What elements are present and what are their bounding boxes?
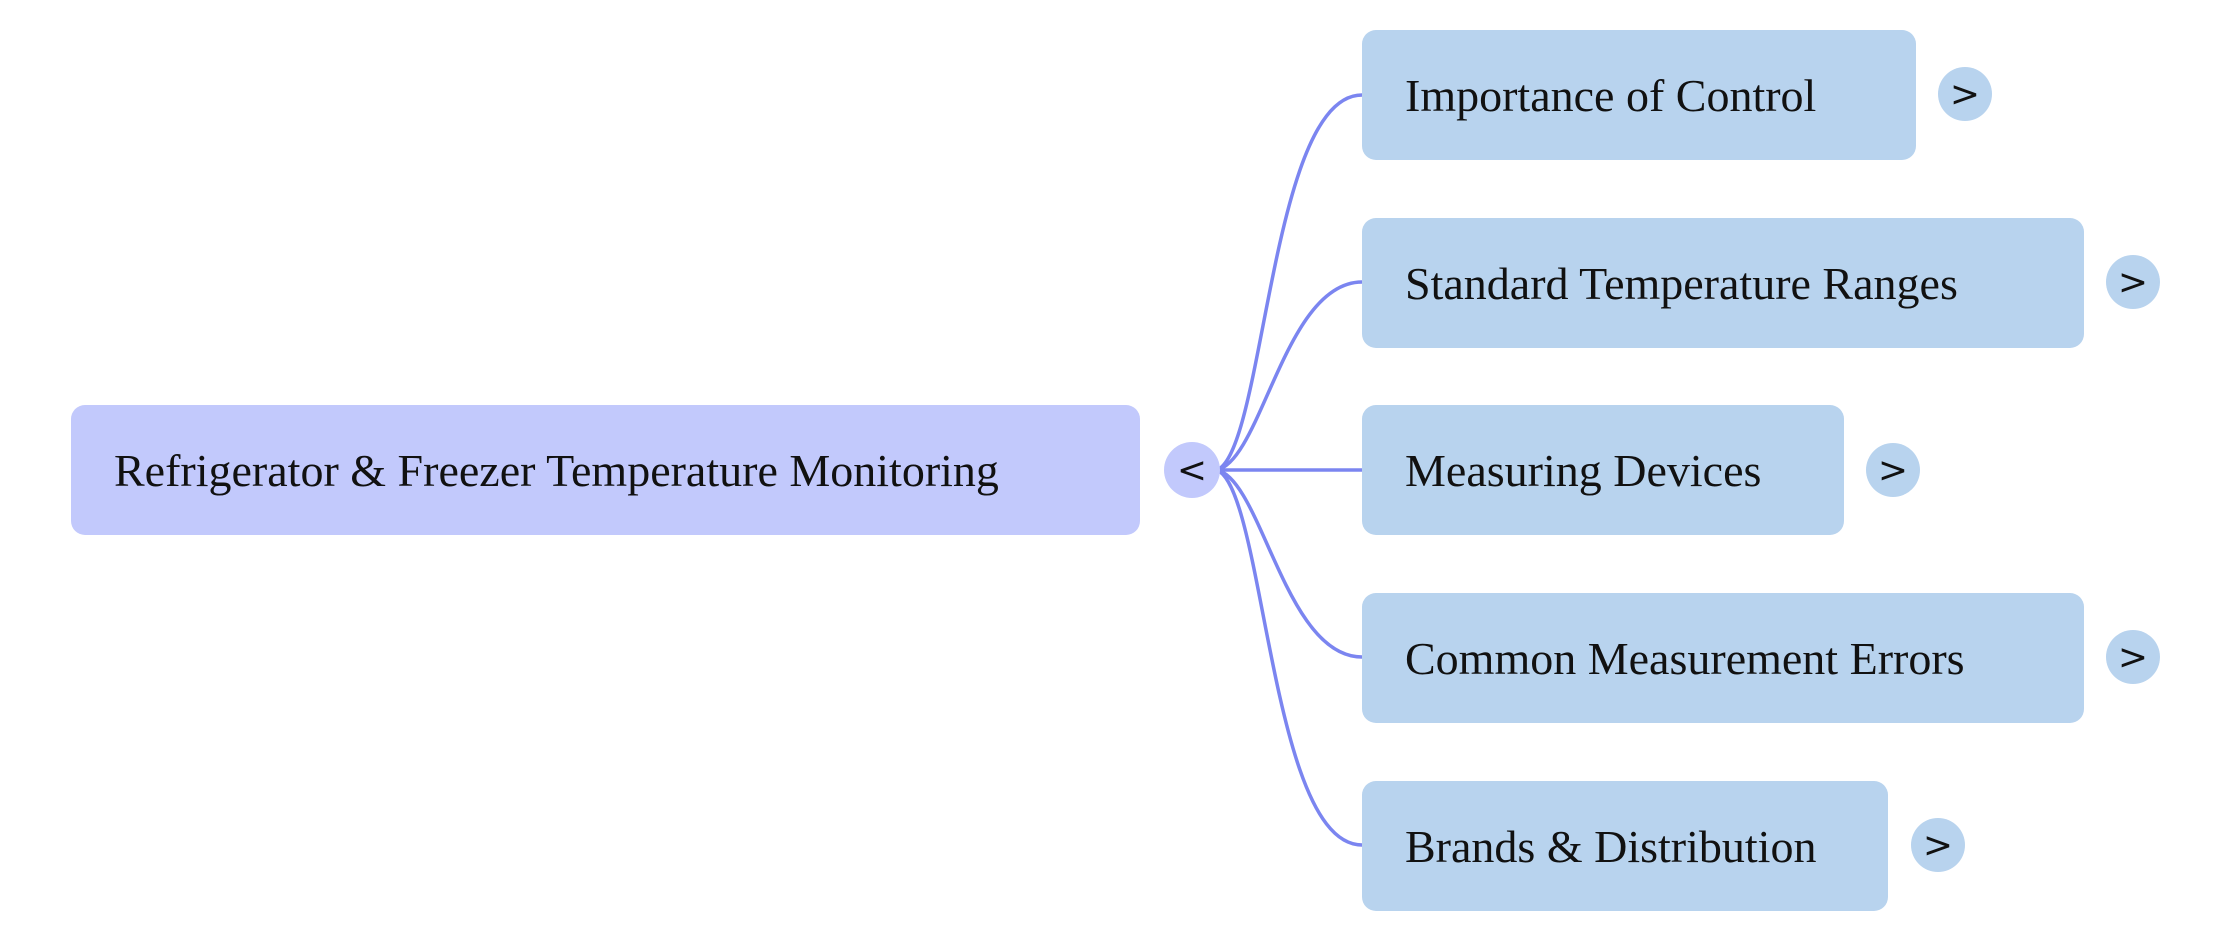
- expand-toggle-button[interactable]: >: [1866, 443, 1920, 497]
- branch-common-measurement-errors[interactable]: Common Measurement Errors: [1362, 593, 2084, 723]
- branch-measuring-devices[interactable]: Measuring Devices: [1362, 405, 1844, 535]
- expand-toggle-button[interactable]: >: [1938, 67, 1992, 121]
- branch-brands-distribution[interactable]: Brands & Distribution: [1362, 781, 1888, 911]
- connector-standard-temperature-ranges: [1216, 280, 1363, 472]
- connector-importance-of-control: [1216, 93, 1363, 472]
- root-topic[interactable]: Refrigerator & Freezer Temperature Monit…: [71, 405, 1140, 535]
- branch-label: Common Measurement Errors: [1405, 632, 1965, 684]
- collapse-toggle-button[interactable]: <: [1164, 442, 1220, 498]
- expand-toggle-button[interactable]: >: [2106, 255, 2160, 309]
- branch-label: Measuring Devices: [1405, 444, 1762, 496]
- branch-label: Brands & Distribution: [1405, 820, 1817, 872]
- expand-chevron-icon: >: [2117, 636, 2149, 678]
- expand-toggle-button[interactable]: >: [2106, 630, 2160, 684]
- branch-label: Standard Temperature Ranges: [1405, 257, 1958, 309]
- branch-label: Importance of Control: [1405, 69, 1817, 121]
- expand-chevron-icon: >: [1877, 449, 1909, 491]
- expand-chevron-icon: >: [1922, 824, 1954, 866]
- expand-chevron-icon: >: [2117, 261, 2149, 303]
- expand-chevron-icon: >: [1949, 73, 1981, 115]
- branch-standard-temperature-ranges[interactable]: Standard Temperature Ranges: [1362, 218, 2084, 348]
- root-topic-label: Refrigerator & Freezer Temperature Monit…: [114, 444, 999, 496]
- collapse-chevron-icon: <: [1176, 449, 1208, 491]
- connector-common-measurement-errors: [1216, 468, 1363, 659]
- expand-toggle-button[interactable]: >: [1911, 818, 1965, 872]
- connector-brands-distribution: [1216, 468, 1363, 847]
- branch-importance-of-control[interactable]: Importance of Control: [1362, 30, 1916, 160]
